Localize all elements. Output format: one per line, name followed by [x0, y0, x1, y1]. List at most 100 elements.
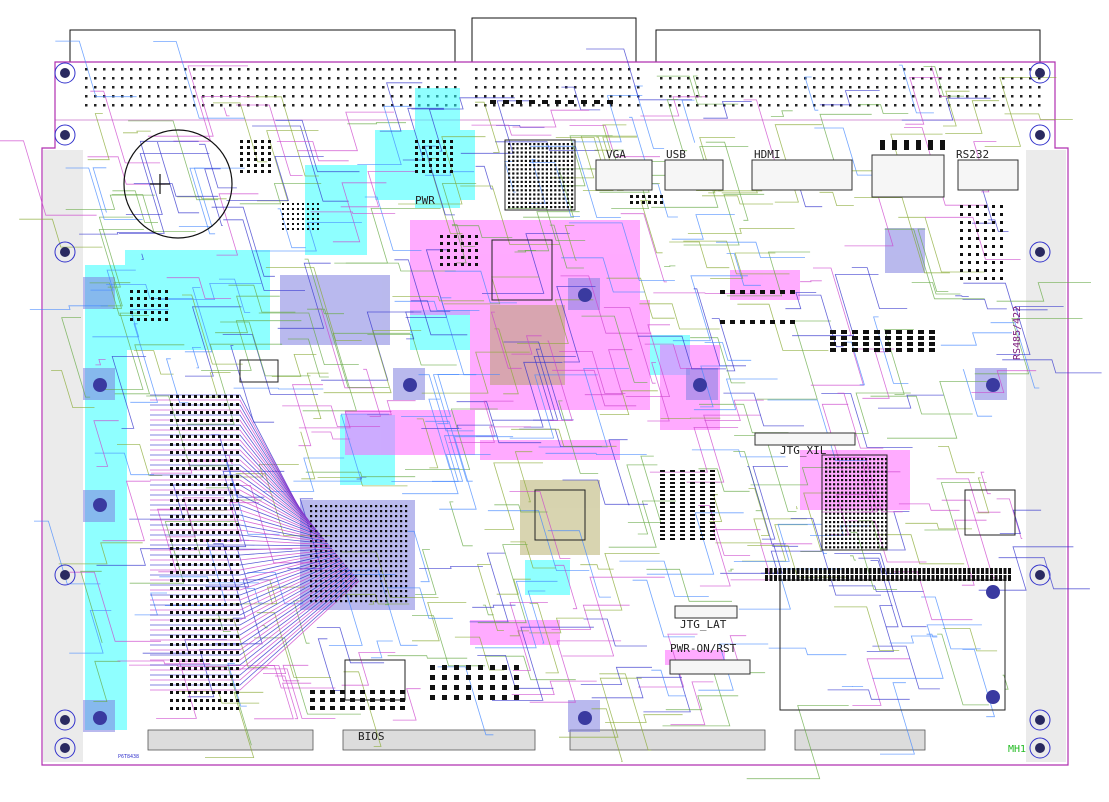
trace: [637, 335, 727, 370]
trace: [496, 578, 531, 595]
trace: [357, 105, 411, 166]
trace: [640, 199, 663, 254]
trace: [219, 463, 299, 478]
trace: [584, 349, 633, 396]
trace: [560, 275, 652, 334]
trace: [996, 305, 1064, 356]
trace: [185, 306, 242, 377]
trace: [311, 431, 351, 440]
trace: [392, 296, 485, 302]
trace: [955, 295, 969, 297]
trace: [411, 97, 515, 110]
trace: [898, 503, 960, 511]
trace: [302, 332, 410, 412]
trace: [199, 618, 268, 668]
trace: [945, 100, 1000, 134]
trace: [828, 585, 924, 592]
trace: [92, 309, 169, 338]
trace: [19, 218, 103, 248]
trace: [79, 232, 156, 235]
trace: [128, 120, 219, 201]
trace: [647, 362, 670, 422]
trace: [1002, 359, 1102, 374]
trace: [813, 267, 852, 336]
trace: [460, 100, 534, 154]
trace: [507, 207, 586, 241]
trace: [562, 479, 648, 505]
trace: [425, 171, 475, 176]
trace: [371, 640, 393, 659]
trace: [213, 102, 268, 163]
trace: [858, 104, 909, 114]
rs485-label: RS485/422: [1012, 306, 1023, 360]
trace: [509, 602, 548, 671]
trace: [561, 86, 601, 111]
trace: [265, 266, 362, 341]
trace: [533, 348, 559, 421]
trace: [204, 666, 252, 746]
trace: [634, 85, 665, 149]
trace: [317, 477, 408, 487]
trace: [0, 140, 97, 216]
trace: [517, 211, 580, 252]
trace: [711, 318, 736, 372]
trace: [34, 520, 101, 585]
trace: [974, 317, 1083, 375]
trace: [427, 158, 463, 234]
trace: [233, 387, 324, 390]
trace: [940, 332, 1012, 346]
trace: [444, 270, 517, 304]
trace: [367, 334, 457, 366]
trace: [608, 500, 676, 548]
trace: [216, 193, 259, 256]
trace: [477, 564, 504, 631]
trace: [282, 405, 381, 428]
trace: [547, 340, 573, 422]
trace: [258, 312, 359, 366]
trace: [819, 191, 854, 207]
trace: [343, 671, 382, 747]
trace: [599, 673, 652, 751]
trace: [102, 480, 151, 542]
trace: [747, 545, 848, 578]
trace: [156, 142, 200, 214]
trace: [512, 109, 590, 128]
trace: [252, 125, 349, 202]
trace: [702, 195, 774, 205]
trace: [599, 390, 658, 416]
trace: [866, 605, 895, 652]
trace: [87, 156, 166, 185]
trace: [827, 689, 910, 700]
trace: [851, 267, 908, 310]
trace: [545, 452, 647, 456]
trace: [921, 596, 981, 650]
trace: [112, 282, 131, 309]
trace: [632, 579, 695, 638]
trace: [80, 570, 103, 643]
trace: [923, 66, 964, 97]
trace: [872, 645, 940, 690]
trace: [55, 40, 137, 98]
trace: [133, 350, 174, 375]
trace: [547, 530, 611, 598]
trace: [728, 568, 734, 572]
trace: [792, 274, 879, 337]
trace: [730, 543, 813, 581]
trace: [891, 571, 973, 621]
trace: [220, 321, 311, 377]
trace: [870, 395, 973, 415]
trace: [586, 48, 693, 101]
trace: [704, 399, 764, 422]
trace: [800, 280, 822, 283]
trace: [715, 518, 807, 544]
trace: [153, 41, 246, 119]
trace: [551, 604, 630, 630]
trace: [925, 216, 1021, 260]
trace: [529, 640, 622, 703]
trace: [477, 655, 554, 689]
trace: [239, 183, 322, 205]
trace: [569, 125, 660, 158]
trace: [456, 401, 542, 444]
trace: [530, 145, 621, 218]
trace: [834, 606, 900, 651]
